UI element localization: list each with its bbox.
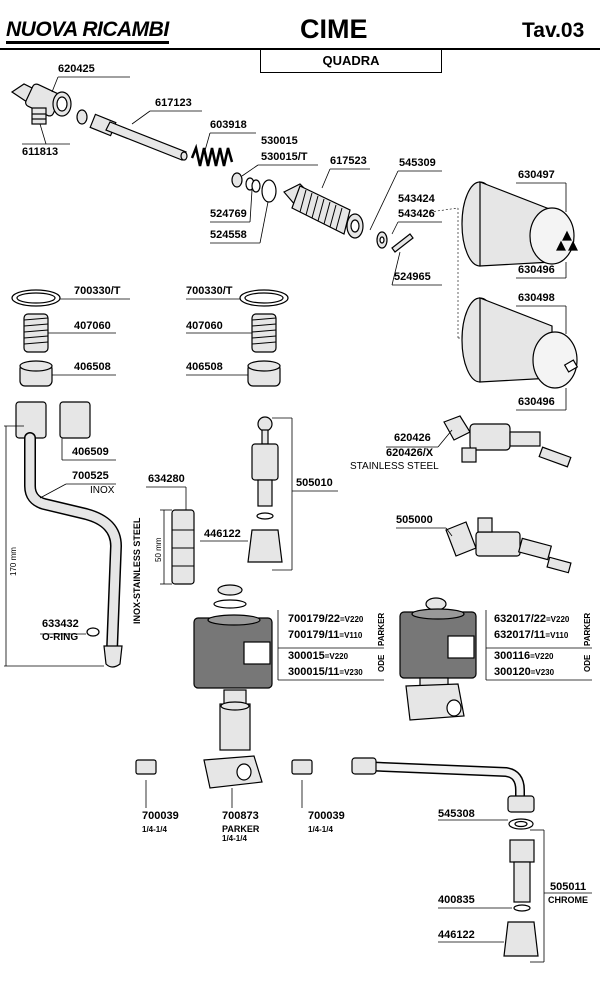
knob-630498-drawing	[461, 297, 579, 389]
part-407060-mid: 407060	[186, 320, 223, 332]
part-634280: 634280	[148, 473, 185, 485]
part-300015-11: 300015/11=V230	[288, 666, 363, 678]
tube-drawing	[76, 109, 188, 161]
part-603918: 603918	[210, 119, 247, 131]
brand-parker-left: PARKER	[377, 612, 386, 646]
part-300120: 300120=V230	[494, 666, 555, 678]
note-700873-parker: PARKER	[222, 824, 260, 834]
part-630496-b: 630496	[518, 396, 555, 408]
part-700039-left: 700039	[142, 810, 179, 822]
part-700330-t-left: 700330/T	[74, 285, 121, 297]
dimension-50mm: 50 mm	[154, 537, 163, 562]
note-stainless-steel: STAINLESS STEEL	[350, 461, 439, 472]
table-number: Tav.03	[522, 19, 585, 42]
part-543426: 543426	[398, 208, 435, 220]
threaded-body-drawing	[283, 183, 364, 239]
part-524769: 524769	[210, 208, 247, 220]
tee-fitting-drawing	[10, 83, 72, 125]
dimension-170mm: 170 mm	[9, 547, 18, 576]
part-632017-11: 632017/11=V110	[494, 629, 569, 641]
part-620426: 620426	[394, 432, 431, 444]
part-700179-22: 700179/22=V220	[288, 613, 364, 625]
note-700039-left: 1/4-1/4	[142, 825, 167, 834]
part-543424: 543424	[398, 193, 435, 205]
part-406509: 406509	[72, 446, 109, 458]
part-633432: 633432	[42, 618, 79, 630]
note-o-ring: O-RING	[42, 632, 79, 643]
part-620425: 620425	[58, 63, 95, 75]
part-300116: 300116=V220	[494, 650, 554, 662]
knob-630497-drawing	[461, 181, 578, 267]
part-505011: 505011	[550, 881, 587, 893]
part-620426-x: 620426/X	[386, 447, 434, 459]
part-505010: 505010	[296, 477, 333, 489]
valve-505000-drawing	[445, 517, 572, 574]
note-chrome: CHROME	[548, 895, 588, 905]
part-632017-22: 632017/22=V220	[494, 613, 570, 625]
note-700039-right: 1/4-1/4	[308, 825, 333, 834]
brand-logo: NUOVA RICAMBI	[6, 18, 169, 44]
part-700039-right: 700039	[308, 810, 345, 822]
model-name: QUADRA	[260, 50, 442, 73]
part-700330-t-mid: 700330/T	[186, 285, 233, 297]
note-700873-size: 1/4-1/4	[222, 834, 247, 843]
part-400835: 400835	[438, 894, 475, 906]
part-700873: 700873	[222, 810, 259, 822]
part-630498: 630498	[518, 292, 555, 304]
part-545308: 545308	[438, 808, 475, 820]
part-505000: 505000	[396, 514, 433, 526]
part-630497: 630497	[518, 169, 555, 181]
part-611813: 611813	[22, 146, 59, 158]
valve-620426-drawing	[443, 415, 572, 468]
spring-drawing	[190, 143, 234, 167]
part-407060-left: 407060	[74, 320, 111, 332]
part-700525: 700525	[72, 470, 109, 482]
part-530015: 530015	[261, 135, 298, 147]
part-524965: 524965	[394, 271, 431, 283]
part-630496-a: 630496	[518, 264, 555, 276]
brand-parker-right: PARKER	[583, 612, 592, 646]
part-406508-left: 406508	[74, 361, 111, 373]
part-446122-mid: 446122	[204, 528, 241, 540]
part-617523: 617523	[330, 155, 367, 167]
header-divider	[0, 48, 600, 50]
part-617123: 617123	[155, 97, 192, 109]
brand-ode-left: ODE	[377, 654, 386, 672]
part-700179-11: 700179/11=V110	[288, 629, 363, 641]
part-530015-t: 530015/T	[261, 151, 308, 163]
part-300015: 300015=V220	[288, 650, 349, 662]
solenoid-left-drawing	[193, 584, 273, 789]
solenoid-right-drawing	[399, 597, 477, 721]
part-446122-bottom: 446122	[438, 929, 475, 941]
part-406508-mid: 406508	[186, 361, 223, 373]
page-title: CIME	[300, 14, 368, 44]
note-inox: INOX	[90, 485, 115, 496]
brand-ode-right: ODE	[583, 654, 592, 672]
part-524558: 524558	[210, 229, 247, 241]
part-545309: 545309	[399, 157, 436, 169]
label-inox-stainless-steel: INOX-STAINLESS STEEL	[132, 517, 142, 624]
